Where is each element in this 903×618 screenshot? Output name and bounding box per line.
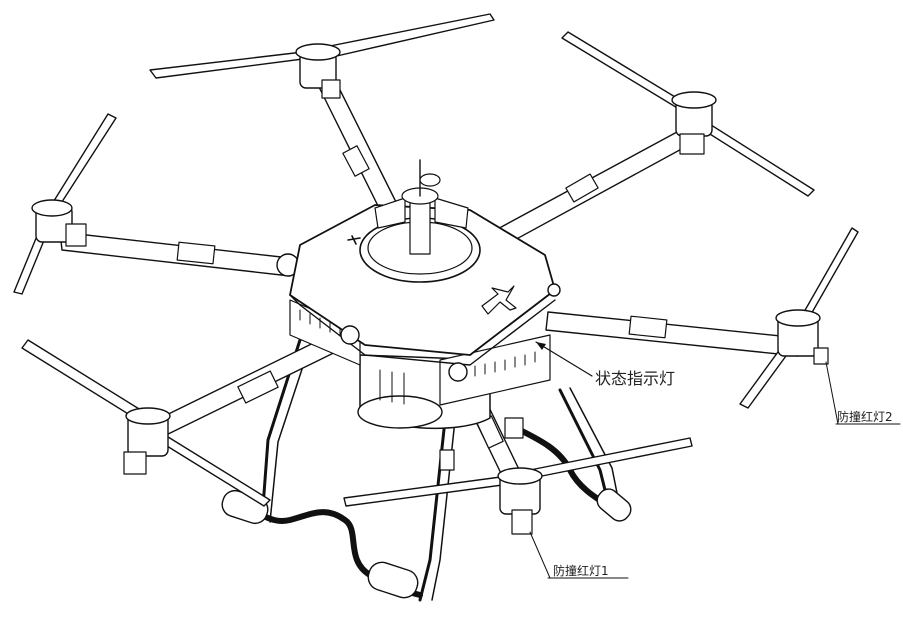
arms [59, 81, 801, 493]
rotor-top-right [561, 31, 815, 197]
drone-body [289, 159, 561, 430]
rotor-bottom [343, 437, 693, 535]
rotor-bottom-left [21, 339, 271, 507]
rotor-top-left [149, 13, 495, 99]
rotor-right [739, 227, 859, 409]
anticollision-light-1-label: 防撞红灯1 [553, 563, 609, 578]
callout-status-indicator: 状态指示灯 [535, 341, 675, 388]
anticollision-light-2-label: 防撞红灯2 [837, 409, 893, 424]
callout-anticollision-light-2: 防撞红灯2 [825, 361, 901, 425]
status-indicator-label: 状态指示灯 [595, 369, 675, 388]
callout-anticollision-light-1: 防撞红灯1 [529, 531, 629, 579]
rotor-left [13, 113, 117, 295]
